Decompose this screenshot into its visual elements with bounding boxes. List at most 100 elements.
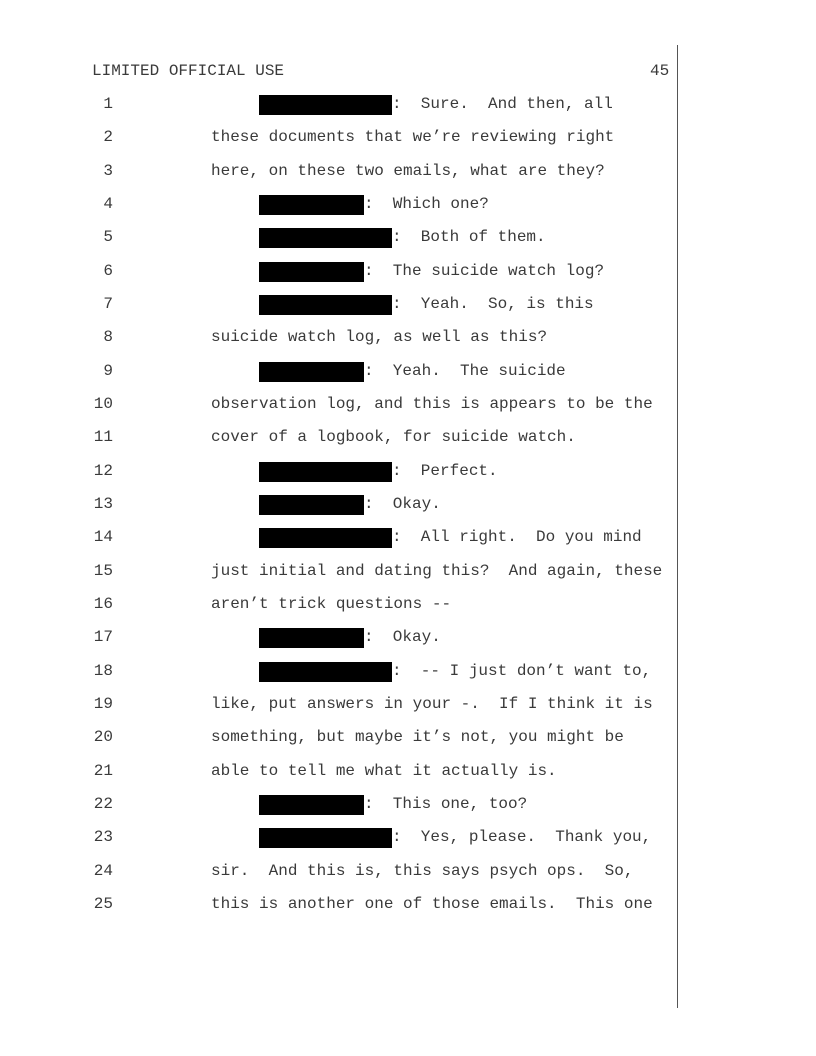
line-number: 16 — [93, 594, 113, 613]
redaction-box — [259, 194, 364, 215]
redaction-box — [259, 528, 392, 549]
page-number: 45 — [650, 62, 670, 80]
speaker-turn: : Okay. — [259, 625, 441, 649]
line-text: : The suicide watch log? — [364, 261, 605, 280]
line-text: observation log, and this is appears to … — [211, 394, 653, 413]
transcript-line: 9 : Yeah. The suicide — [0, 359, 680, 383]
transcript-line: 20 something, but maybe it’s not, you mig… — [0, 725, 680, 749]
transcript-line: 2 these documents that we’re reviewing ri… — [0, 125, 680, 149]
redaction-box — [259, 95, 392, 115]
transcript-line: 7 : Yeah. So, is this — [0, 292, 680, 316]
transcript-line: 12 : Perfect. — [0, 459, 680, 483]
speaker-turn: : Perfect. — [259, 459, 498, 483]
redaction-box — [259, 661, 392, 682]
line-number: 2 — [103, 128, 113, 147]
line-number: 15 — [93, 561, 113, 580]
transcript-line: 3 here, on these two emails, what are the… — [0, 159, 680, 183]
line-number: 23 — [93, 828, 113, 847]
line-text: : Yeah. So, is this — [392, 294, 594, 313]
speaker-turn: : Sure. And then, all — [259, 92, 613, 116]
transcript-line: 13: Okay. — [0, 492, 680, 516]
line-number: 18 — [93, 661, 113, 680]
line-text: just initial and dating this? And again,… — [211, 561, 663, 580]
redaction-box — [259, 794, 364, 815]
redaction-box — [259, 294, 392, 315]
transcript-line: 24 sir. And this is, this says psych ops.… — [0, 859, 680, 883]
line-text: something, but maybe it’s not, you might… — [211, 728, 624, 747]
line-text: this is another one of those emails. Thi… — [211, 894, 653, 913]
line-text: : Okay. — [364, 628, 441, 647]
line-text: able to tell me what it actually is. — [211, 761, 557, 780]
line-number: 6 — [103, 261, 113, 280]
line-number: 4 — [103, 194, 113, 213]
transcript-line: 1 : Sure. And then, all — [0, 92, 680, 116]
transcript-line: 14 : All right. Do you mind — [0, 525, 680, 549]
line-text: : Both of them. — [392, 228, 546, 247]
redaction-box — [259, 828, 392, 849]
line-number: 5 — [103, 228, 113, 247]
line-number: 24 — [93, 861, 113, 880]
line-text: suicide watch log, as well as this? — [211, 328, 548, 347]
transcript-line: 16 aren’t trick questions -- — [0, 592, 680, 616]
line-text: like, put answers in your -. If I think … — [211, 694, 653, 713]
speaker-turn: : Yeah. So, is this — [259, 292, 594, 316]
transcript-line: 11 cover of a logbook, for suicide watch. — [0, 425, 680, 449]
transcript-line: 22 : This one, too? — [0, 792, 680, 816]
line-number: 22 — [93, 794, 113, 813]
line-number: 9 — [103, 361, 113, 380]
transcript-line: 18 : -- I just don’t want to, — [0, 659, 680, 683]
redaction-box — [259, 461, 392, 482]
speaker-turn: : Both of them. — [259, 225, 546, 249]
line-number: 14 — [93, 528, 113, 547]
line-number: 1 — [103, 95, 113, 113]
speaker-turn: : -- I just don’t want to, — [259, 659, 651, 683]
speaker-turn: : Yes, please. Thank you, — [259, 825, 651, 849]
line-text: : This one, too? — [364, 794, 528, 813]
line-number: 8 — [103, 328, 113, 347]
redaction-box — [259, 361, 364, 382]
line-number: 10 — [93, 394, 113, 413]
transcript-line: 8 suicide watch log, as well as this? — [0, 325, 680, 349]
speaker-turn: : Which one? — [259, 192, 489, 216]
transcript-line: 6 : The suicide watch log? — [0, 259, 680, 283]
line-text: aren’t trick questions -- — [211, 594, 452, 613]
line-text: sir. And this is, this says psych ops. S… — [211, 861, 634, 880]
margin-rule — [677, 45, 678, 1008]
line-number: 12 — [93, 461, 113, 480]
speaker-turn: : Okay. — [259, 492, 441, 516]
line-text: : All right. Do you mind — [392, 528, 642, 547]
line-text: : Perfect. — [392, 461, 498, 480]
speaker-turn: : The suicide watch log? — [259, 259, 604, 283]
redaction-box — [259, 261, 364, 282]
transcript-line: 4 : Which one? — [0, 192, 680, 216]
line-number: 20 — [93, 728, 113, 747]
redaction-box — [259, 228, 392, 249]
line-text: : Okay. — [364, 494, 441, 513]
line-text: : Yes, please. Thank you, — [392, 828, 652, 847]
line-number: 17 — [93, 628, 113, 647]
transcript-line: 21 able to tell me what it actually is. — [0, 759, 680, 783]
line-text: : Sure. And then, all — [392, 95, 613, 113]
classification-header: LIMITED OFFICIAL USE — [92, 62, 285, 80]
line-text: cover of a logbook, for suicide watch. — [211, 428, 576, 447]
line-text: here, on these two emails, what are they… — [211, 161, 605, 180]
transcript-line: 23 : Yes, please. Thank you, — [0, 825, 680, 849]
line-text: : -- I just don’t want to, — [392, 661, 652, 680]
line-number: 3 — [103, 161, 113, 180]
line-number: 11 — [93, 428, 113, 447]
speaker-turn: : All right. Do you mind — [259, 525, 642, 549]
line-text: : Yeah. The suicide — [364, 361, 566, 380]
transcript-line: 10 observation log, and this is appears t… — [0, 392, 680, 416]
speaker-turn: : Yeah. The suicide — [259, 359, 566, 383]
line-text: these documents that we’re reviewing rig… — [211, 128, 615, 147]
transcript-line: 17 : Okay. — [0, 625, 680, 649]
transcript-line: 15 just initial and dating this? And agai… — [0, 559, 680, 583]
line-text: : Which one? — [364, 194, 489, 213]
transcript-line: 5 : Both of them. — [0, 225, 680, 249]
line-number: 7 — [103, 294, 113, 313]
redaction-box — [259, 494, 364, 515]
line-number: 21 — [93, 761, 113, 780]
redaction-box — [259, 628, 364, 649]
